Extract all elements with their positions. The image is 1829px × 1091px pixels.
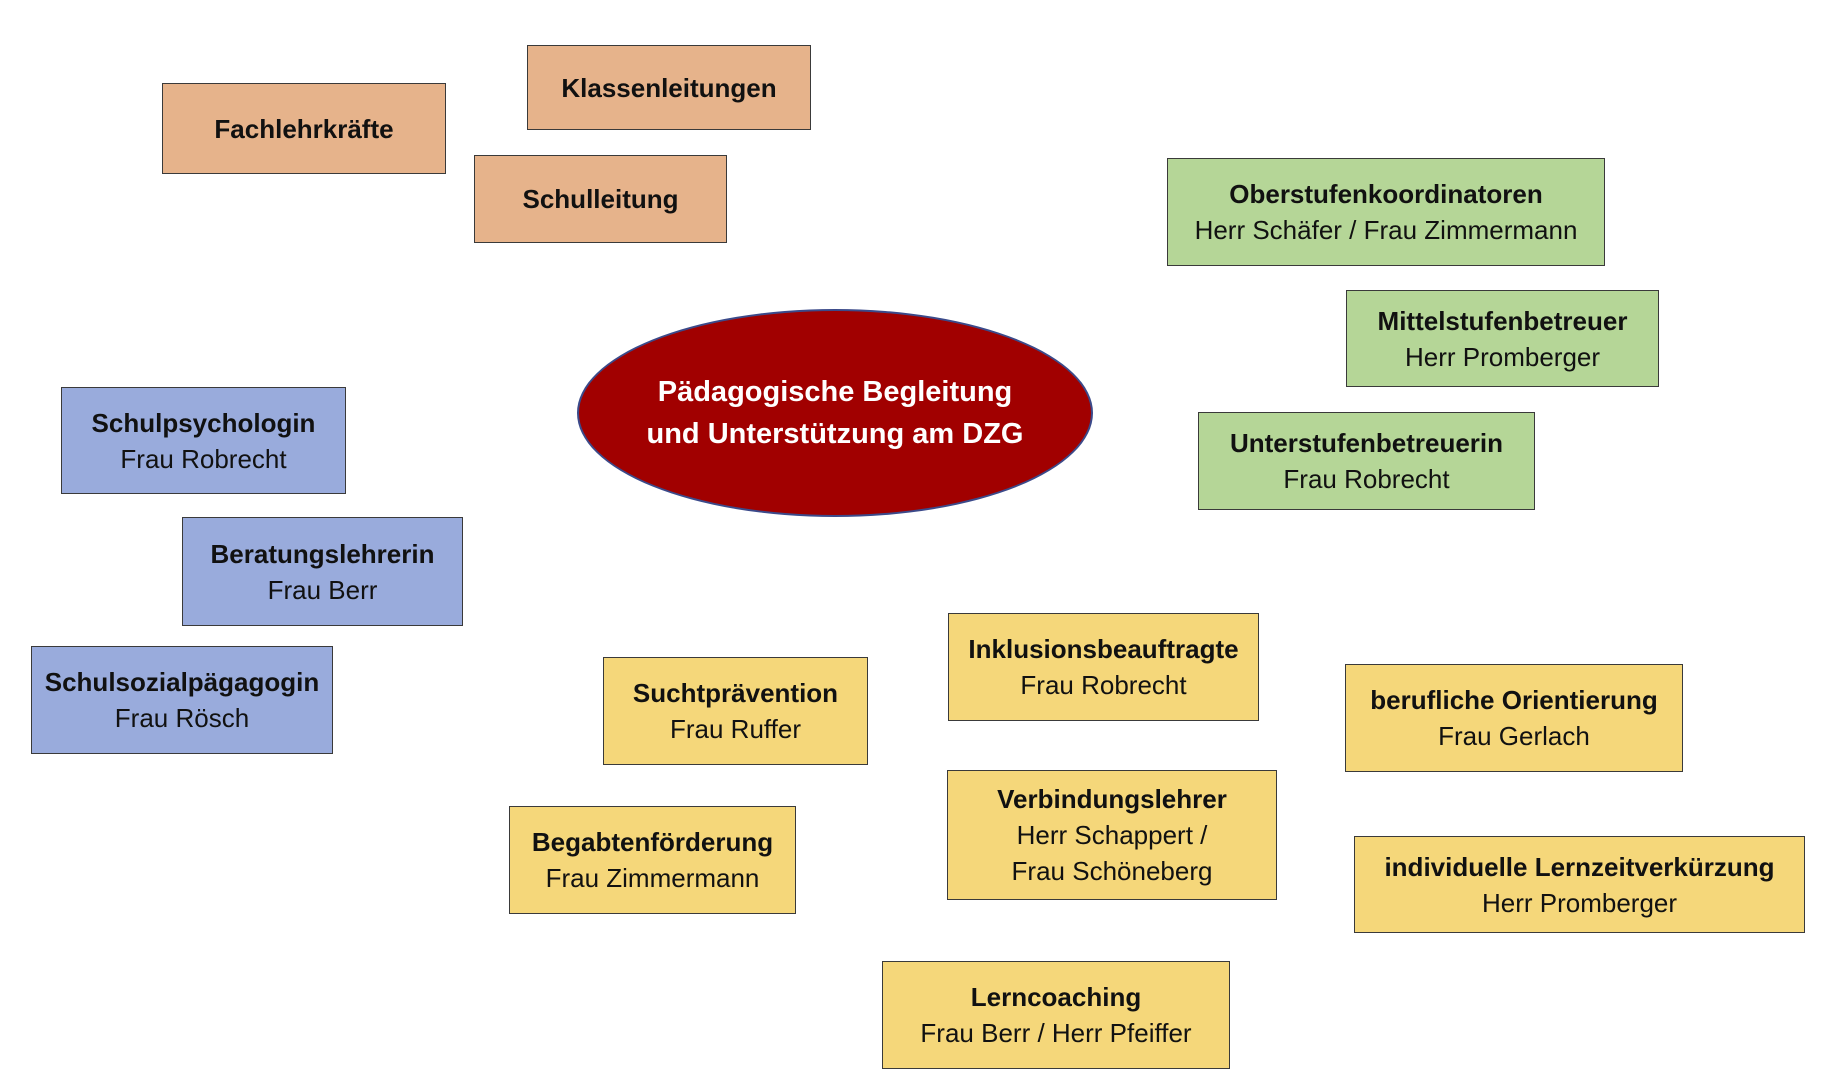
box-person: Frau Robrecht xyxy=(1283,464,1450,494)
box-title: Verbindungslehrer xyxy=(997,784,1227,814)
box-title: Unterstufenbetreuerin xyxy=(1229,428,1504,458)
box-person: Frau Berr xyxy=(267,574,378,605)
box-fachlehrkraefte: Fachlehrkräfte xyxy=(162,83,446,174)
box-inklusionsbeauftragte: Inklusionsbeauftragte Frau Robrecht xyxy=(948,613,1259,721)
box-person-1: Herr Schappert / xyxy=(1016,820,1208,850)
box-person: Frau Berr / Herr Pfeiffer xyxy=(920,1018,1192,1048)
box-title: Begabtenförderung xyxy=(531,827,774,857)
box-verbindungslehrer: Verbindungslehrer Herr Schappert / Frau … xyxy=(947,770,1277,900)
box-title: Fachlehrkräfte xyxy=(214,113,394,144)
box-schulpsychologin: Schulpsychologin Frau Robrecht xyxy=(61,387,346,494)
box-suchtpraevention: Suchtprävention Frau Ruffer xyxy=(603,657,868,765)
box-title: berufliche Orientierung xyxy=(1370,685,1658,715)
box-person: Herr Promberger xyxy=(1404,341,1601,372)
box-person: Herr Promberger xyxy=(1481,887,1678,918)
box-title: Lerncoaching xyxy=(970,982,1142,1012)
box-person: Frau Rösch xyxy=(114,703,250,733)
center-title-line1: Pädagogische Begleitung xyxy=(657,376,1013,408)
box-lerncoaching: Lerncoaching Frau Berr / Herr Pfeiffer xyxy=(882,961,1230,1069)
box-begabtenfoerderung: Begabtenförderung Frau Zimmermann xyxy=(509,806,796,914)
box-berufliche-orientierung: berufliche Orientierung Frau Gerlach xyxy=(1345,664,1683,772)
box-person: Frau Zimmermann xyxy=(545,863,760,893)
box-title: Schulleitung xyxy=(522,184,679,214)
box-unterstufenbetreuerin: Unterstufenbetreuerin Frau Robrecht xyxy=(1198,412,1535,510)
center-title-line2: und Unterstützung am DZG xyxy=(646,418,1024,450)
box-person: Frau Ruffer xyxy=(669,714,801,744)
box-title: Schulpsychologin xyxy=(91,407,316,438)
box-person: Herr Schäfer / Frau Zimmermann xyxy=(1194,215,1578,245)
box-title: Klassenleitungen xyxy=(561,72,777,103)
box-lernzeitverkuerzung: individuelle Lernzeitverkürzung Herr Pro… xyxy=(1354,836,1805,933)
box-mittelstufenbetreuer: Mittelstufenbetreuer Herr Promberger xyxy=(1346,290,1659,387)
box-beratungslehrerin: Beratungslehrerin Frau Berr xyxy=(182,517,463,626)
box-title: individuelle Lernzeitverkürzung xyxy=(1384,851,1775,882)
box-title: Oberstufenkoordinatoren xyxy=(1229,179,1543,209)
center-ellipse: Pädagogische Begleitung und Unterstützun… xyxy=(577,309,1093,517)
box-person: Frau Robrecht xyxy=(1020,670,1187,700)
box-person: Frau Robrecht xyxy=(120,443,287,474)
box-oberstufenkoordinatoren: Oberstufenkoordinatoren Herr Schäfer / F… xyxy=(1167,158,1605,266)
box-title: Mittelstufenbetreuer xyxy=(1377,305,1628,336)
box-person-2: Frau Schöneberg xyxy=(1011,856,1213,886)
box-klassenleitungen: Klassenleitungen xyxy=(527,45,811,130)
box-person: Frau Gerlach xyxy=(1438,721,1590,751)
box-schulsozialpaedagogin: Schulsozialpägagogin Frau Rösch xyxy=(31,646,333,754)
box-title: Inklusionsbeauftragte xyxy=(968,634,1239,664)
box-schulleitung: Schulleitung xyxy=(474,155,727,243)
box-title: Beratungslehrerin xyxy=(210,538,435,569)
box-title: Schulsozialpägagogin xyxy=(44,667,320,697)
box-title: Suchtprävention xyxy=(632,678,839,708)
